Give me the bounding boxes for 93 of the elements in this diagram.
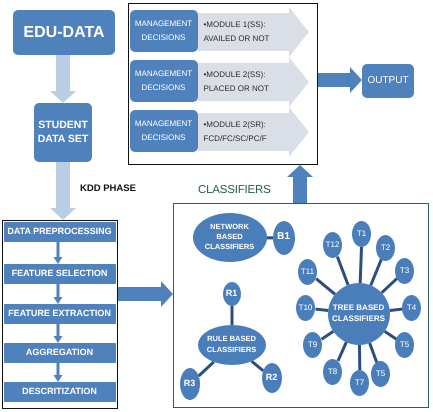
block-arrow bbox=[50, 162, 76, 220]
leaf-label: T5 bbox=[376, 368, 386, 378]
arrow bbox=[54, 242, 62, 264]
connector-line bbox=[266, 236, 274, 240]
step-label: DATA PREPROCESSING bbox=[7, 226, 112, 238]
leaf-ellipse bbox=[371, 360, 390, 386]
edge-label: KDD PHASE bbox=[79, 183, 137, 194]
connector-line bbox=[368, 342, 378, 363]
step-box bbox=[4, 342, 116, 362]
title-text: STUDENT DATA SET bbox=[36, 119, 90, 146]
sub-node-ellipse bbox=[222, 282, 240, 306]
module-text: •MODULE 1(SS): AVAILED OR NOT bbox=[204, 18, 270, 44]
chevron-banner bbox=[198, 106, 308, 156]
decision-label: MANAGEMENT DECISIONS bbox=[134, 18, 194, 44]
leaf-label: T7 bbox=[354, 378, 364, 388]
block-arrow bbox=[318, 67, 362, 93]
leaf-label: T4 bbox=[406, 302, 416, 312]
leaf-label: T2 bbox=[380, 242, 390, 252]
title-text: EDU-DATA bbox=[23, 22, 105, 42]
block-arrow bbox=[287, 165, 313, 203]
connector-line bbox=[369, 258, 383, 286]
classifier-label: TREE BASED CLASSIFIERS bbox=[331, 302, 386, 324]
decision-box bbox=[130, 110, 198, 152]
connector-line bbox=[320, 330, 334, 340]
decision-label: MANAGEMENT DECISIONS bbox=[134, 68, 194, 94]
sub-node-ellipse bbox=[262, 362, 282, 392]
leaf-label: T11 bbox=[300, 266, 314, 276]
connector-line bbox=[384, 330, 398, 340]
decision-label: MANAGEMENT DECISIONS bbox=[134, 118, 194, 144]
leaf-ellipse bbox=[350, 370, 369, 396]
connector-line bbox=[380, 277, 398, 294]
leaf-label: T12 bbox=[326, 240, 340, 250]
connector-line bbox=[315, 308, 328, 312]
connector-line bbox=[250, 360, 264, 372]
section-heading: CLASSIFIERS bbox=[198, 184, 271, 196]
connector-line bbox=[315, 278, 336, 296]
decision-box bbox=[130, 10, 198, 52]
step-label: FEATURE SELECTION bbox=[12, 268, 108, 280]
connector-line bbox=[336, 256, 350, 286]
block-arrow bbox=[118, 281, 173, 307]
chevron-banner bbox=[198, 56, 308, 106]
leaf-label: T1 bbox=[356, 228, 366, 238]
leaf-label: T9 bbox=[308, 340, 318, 350]
sub-node-label: R1 bbox=[226, 288, 238, 300]
step-label: DESCRITIZATION bbox=[22, 386, 97, 398]
leaf-ellipse bbox=[298, 258, 317, 284]
block-arrow bbox=[50, 55, 76, 103]
module-text: •MODULE 2(SR): FCD/FC/SC/PC/F bbox=[204, 118, 268, 144]
decision-box bbox=[130, 60, 198, 102]
title-text: OUTPUT bbox=[367, 74, 409, 88]
classifier-ellipse bbox=[198, 324, 266, 364]
step-box bbox=[4, 222, 116, 242]
leaf-ellipse bbox=[395, 258, 414, 284]
sub-node-label: B1 bbox=[277, 231, 290, 244]
connector-line bbox=[230, 306, 234, 325]
step-box bbox=[4, 304, 116, 324]
step-label: AGGREGATION bbox=[26, 346, 94, 358]
leaf-ellipse bbox=[402, 294, 421, 320]
sub-node-label: R3 bbox=[184, 378, 196, 390]
leaf-ellipse bbox=[395, 332, 414, 358]
connector-line bbox=[198, 360, 215, 378]
connector-line bbox=[390, 308, 403, 312]
connector-line bbox=[358, 246, 363, 284]
leaf-label: T10 bbox=[298, 302, 312, 312]
leaf-ellipse bbox=[323, 358, 342, 384]
module-text: •MODULE 2(SS): PLACED OR NOT bbox=[204, 68, 270, 94]
arrow bbox=[54, 363, 62, 382]
classifier-circle bbox=[328, 282, 390, 344]
arrow bbox=[54, 284, 62, 304]
sub-node-ellipse bbox=[272, 220, 294, 254]
arrow bbox=[54, 324, 62, 343]
step-box bbox=[4, 382, 116, 402]
leaf-ellipse bbox=[376, 234, 395, 260]
leaf-ellipse bbox=[303, 332, 322, 358]
leaf-label: T3 bbox=[400, 266, 410, 276]
process-box bbox=[362, 64, 414, 98]
step-box bbox=[4, 264, 116, 284]
connector-line bbox=[336, 342, 348, 362]
classifier-ellipse bbox=[192, 212, 266, 262]
step-label: FEATURE EXTRACTION bbox=[8, 308, 111, 320]
sub-node-ellipse bbox=[180, 368, 200, 400]
sub-node-label: R2 bbox=[266, 372, 278, 384]
panel-frame bbox=[2, 220, 118, 409]
leaf-ellipse bbox=[296, 294, 315, 320]
panel-frame bbox=[128, 3, 318, 165]
leaf-ellipse bbox=[323, 232, 342, 258]
process-box bbox=[34, 103, 92, 162]
connector-line bbox=[358, 344, 362, 370]
process-box bbox=[13, 10, 115, 55]
leaf-ellipse bbox=[352, 220, 371, 246]
leaf-label: T5 bbox=[400, 340, 410, 350]
leaf-label: T8 bbox=[328, 366, 338, 376]
chevron-banner bbox=[198, 6, 308, 56]
